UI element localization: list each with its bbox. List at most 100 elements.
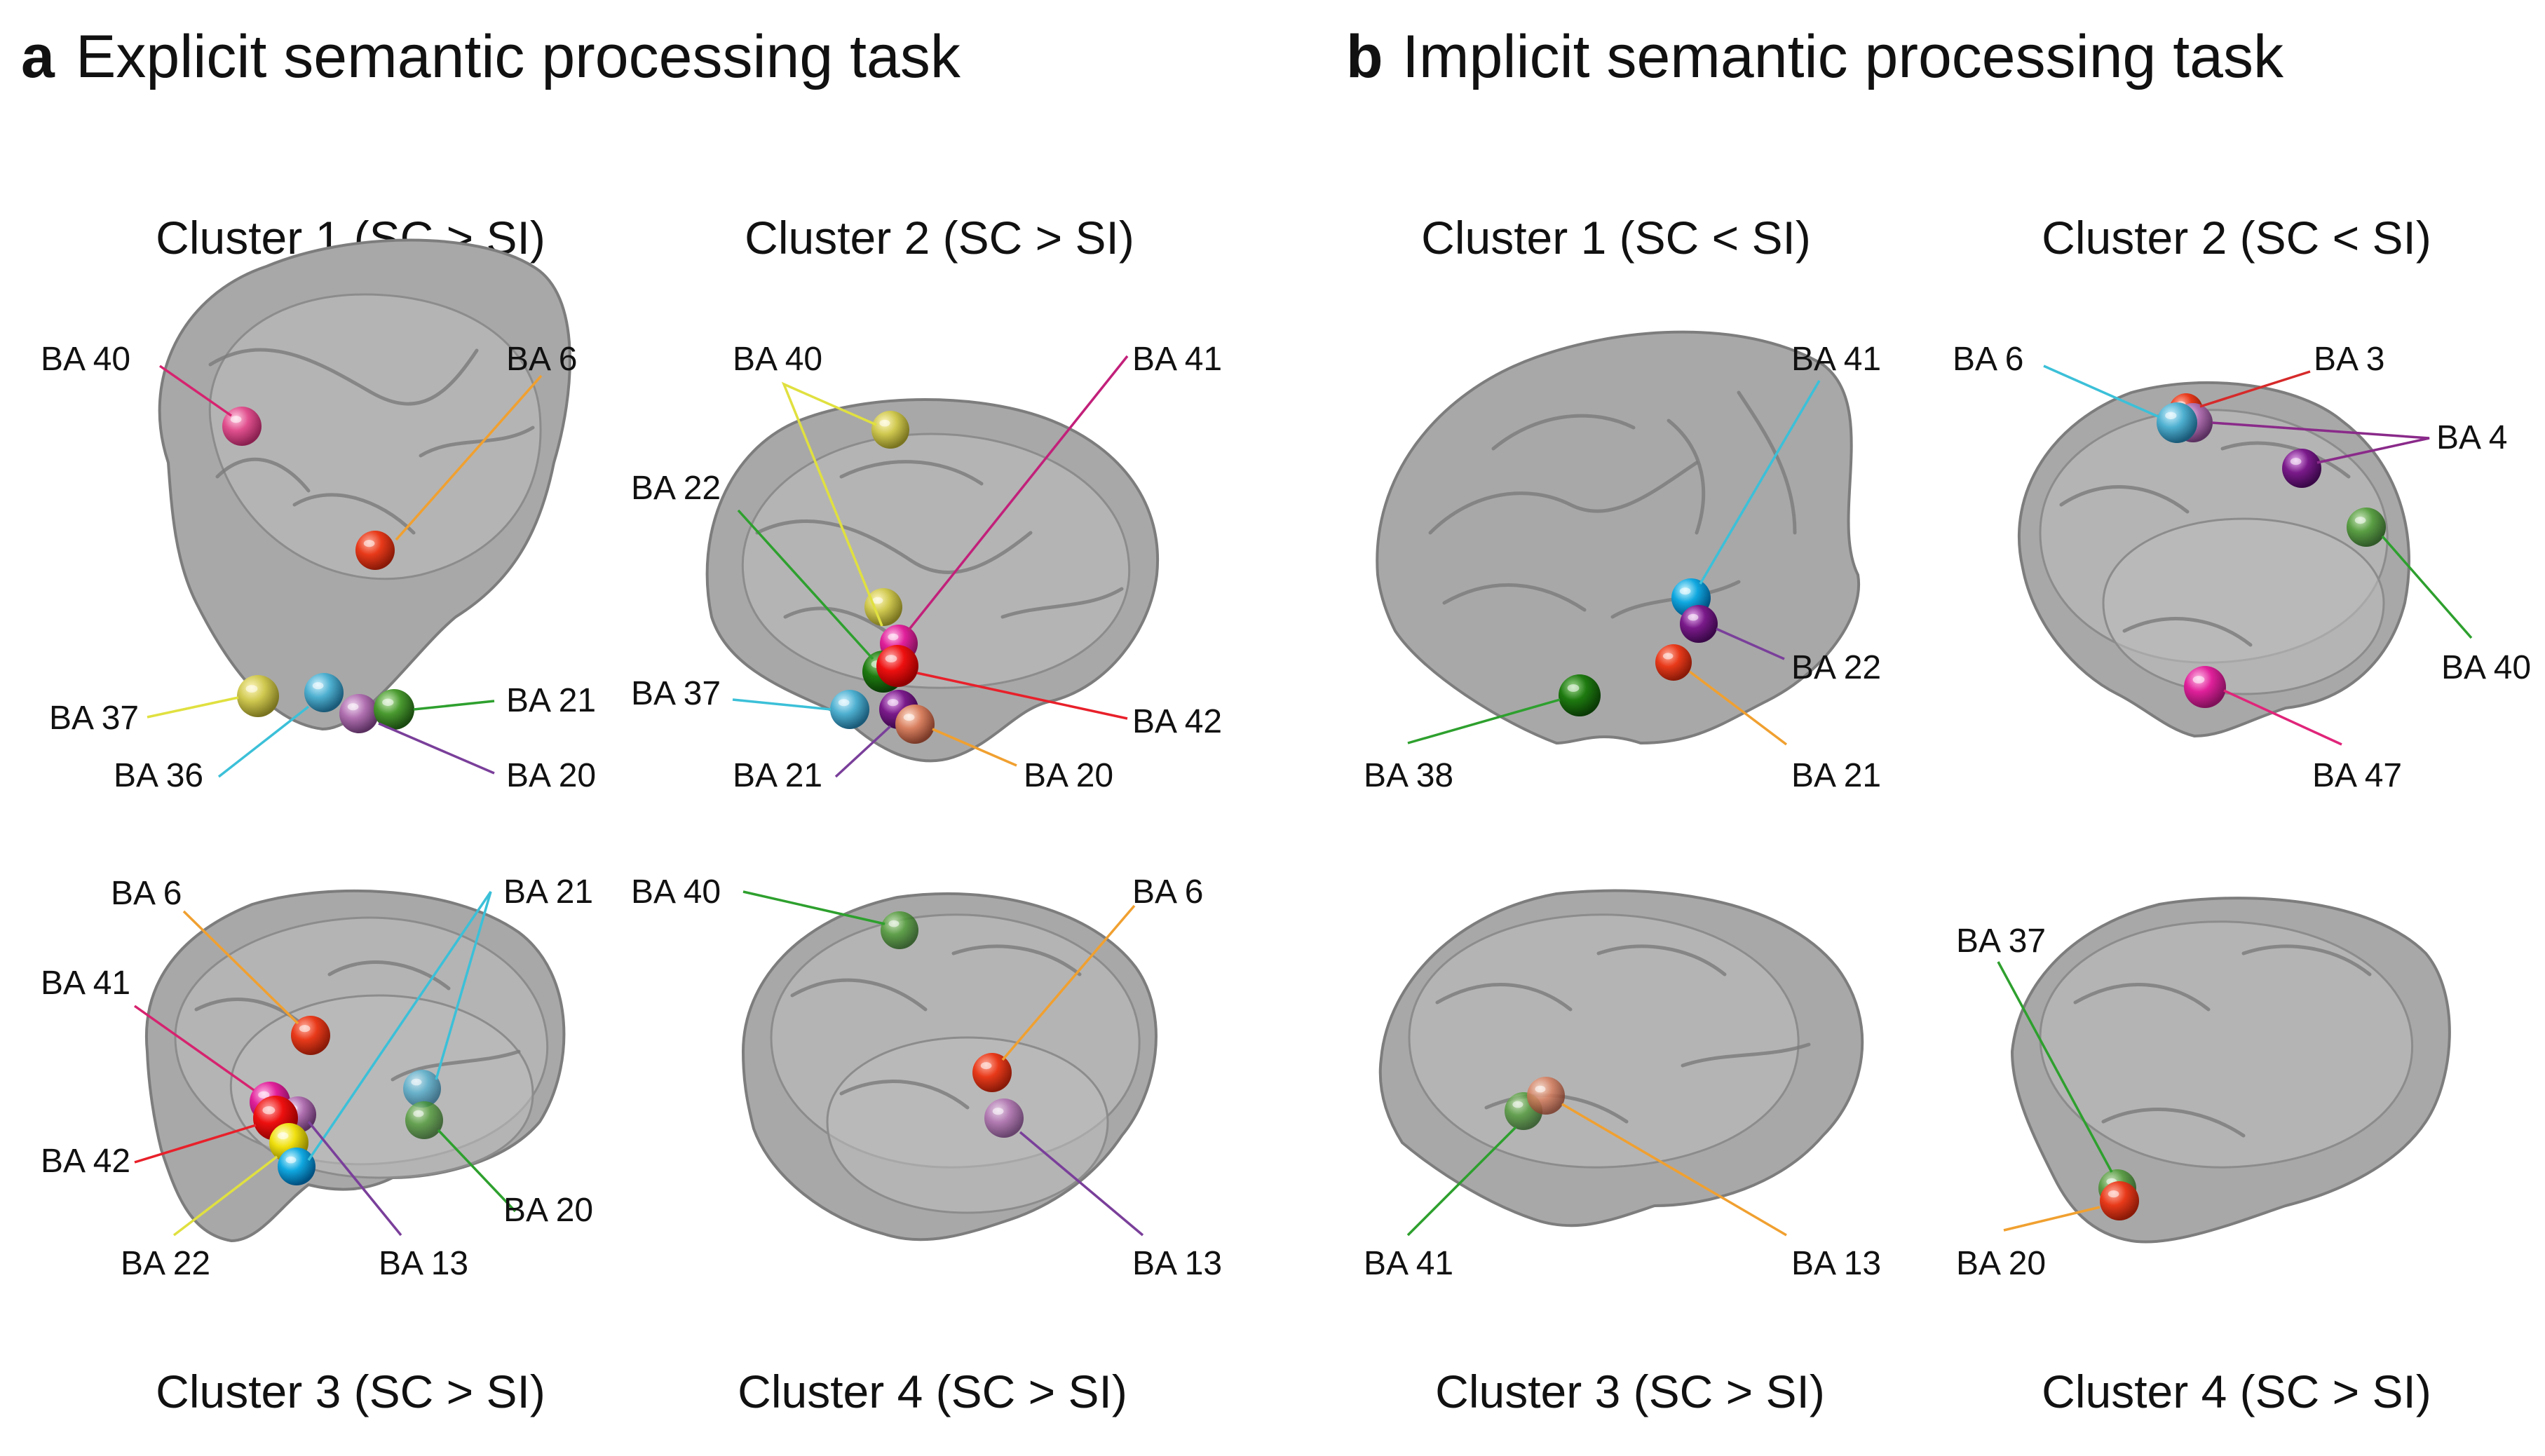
sphere-b1-ba22 bbox=[1680, 605, 1718, 643]
sphere-a4-ba40 bbox=[881, 911, 918, 949]
sphere-a4-ba13-highlight bbox=[992, 1108, 1004, 1115]
sphere-a1-ba37-highlight bbox=[245, 685, 258, 693]
label-b4-ba37: BA 37 bbox=[1956, 923, 2046, 960]
label-a3-ba42: BA 42 bbox=[41, 1143, 130, 1180]
leaders-a3 bbox=[133, 891, 517, 1237]
sphere-b4-ba20 bbox=[2100, 1181, 2139, 1220]
sphere-a3-ba41-highlight bbox=[258, 1091, 270, 1099]
sphere-a2-ba37 bbox=[830, 690, 869, 729]
sphere-a4-ba40-highlight bbox=[888, 920, 900, 927]
sphere-a1-ba36-highlight bbox=[312, 682, 324, 690]
sphere-b2-ba4-b-highlight bbox=[2290, 458, 2302, 465]
sphere-b1-ba38 bbox=[1559, 674, 1601, 716]
label-b1-ba21: BA 21 bbox=[1791, 757, 1881, 794]
label-a4-ba40: BA 40 bbox=[631, 873, 721, 911]
sphere-a1-ba21 bbox=[374, 689, 414, 730]
cluster-title-b4: Cluster 4 (SC > SI) bbox=[2042, 1366, 2431, 1417]
labels-a1: BA 40 BA 6 BA 37 BA 36 BA 21 BA 20 bbox=[41, 341, 596, 794]
leaders-a1 bbox=[147, 365, 543, 778]
panel-a-heading: a Explicit semantic processing task bbox=[21, 23, 961, 90]
sphere-b3-ba13-highlight bbox=[1535, 1085, 1546, 1093]
panel-a-title: Explicit semantic processing task bbox=[76, 23, 961, 90]
spheres-b4 bbox=[2098, 1169, 2139, 1220]
sphere-a3-ba6-highlight bbox=[299, 1025, 311, 1033]
sphere-b1-ba21 bbox=[1655, 644, 1692, 681]
spheres-b1 bbox=[1559, 578, 1718, 716]
spheres-a1 bbox=[222, 407, 414, 733]
sphere-b2-ba4-b bbox=[2282, 449, 2321, 488]
label-a3-ba6: BA 6 bbox=[111, 875, 182, 912]
cluster-title-b3: Cluster 3 (SC > SI) bbox=[1435, 1366, 1825, 1417]
leader-a3-ba22 bbox=[172, 1155, 278, 1237]
sphere-b1-ba38-highlight bbox=[1567, 684, 1580, 692]
leader-a1-ba20 bbox=[378, 722, 495, 775]
leader-b4-ba37 bbox=[1997, 961, 2113, 1173]
sphere-a1-ba21-highlight bbox=[382, 698, 394, 707]
label-a1-ba36: BA 36 bbox=[114, 757, 203, 794]
sphere-a2-ba40-low bbox=[864, 588, 902, 626]
leader-a2-ba20 bbox=[932, 728, 1017, 767]
leader-b1-ba22 bbox=[1716, 627, 1785, 660]
sphere-a3-ba20 bbox=[405, 1101, 443, 1139]
panel-b-heading: b Implicit semantic processing task bbox=[1346, 23, 2284, 90]
label-a2-ba22: BA 22 bbox=[631, 470, 721, 507]
sphere-a1-ba37 bbox=[237, 675, 279, 717]
leader-b4-ba20 bbox=[2003, 1206, 2101, 1232]
sphere-a2-ba42-highlight bbox=[885, 655, 897, 662]
leader-b3-ba13 bbox=[1561, 1103, 1787, 1237]
sphere-a2-ba20-highlight bbox=[903, 714, 915, 721]
labels-b1: BA 41 BA 22 BA 38 BA 21 bbox=[1364, 341, 1881, 794]
leader-a2-ba22 bbox=[737, 509, 874, 660]
label-a2-ba40: BA 40 bbox=[733, 341, 822, 378]
sphere-b1-ba22-highlight bbox=[1688, 613, 1699, 621]
label-a2-ba20: BA 20 bbox=[1024, 757, 1113, 794]
leaders-b2 bbox=[2043, 365, 2473, 746]
sphere-b2-ba40 bbox=[2347, 508, 2386, 547]
labels-a2: BA 40 BA 41 BA 22 BA 37 BA 42 BA 21 BA 2… bbox=[631, 341, 1222, 794]
sphere-a1-ba36 bbox=[304, 673, 344, 712]
label-b2-ba6: BA 6 bbox=[1953, 341, 2023, 378]
spheres-a3 bbox=[250, 1016, 443, 1185]
brain-b3 bbox=[1378, 889, 1864, 1227]
cluster-title-b2: Cluster 2 (SC < SI) bbox=[2042, 212, 2431, 264]
brain-a1 bbox=[158, 238, 571, 731]
leader-a3-ba13 bbox=[307, 1120, 402, 1237]
spheres-b3 bbox=[1505, 1077, 1565, 1130]
leaders-b3 bbox=[1406, 1103, 1787, 1237]
leader-a1-ba36 bbox=[217, 705, 310, 778]
sphere-b2-ba47 bbox=[2184, 666, 2226, 708]
label-a3-ba20: BA 20 bbox=[503, 1192, 593, 1229]
leader-b3-ba41 bbox=[1406, 1126, 1517, 1237]
leader-a2-ba21 bbox=[834, 725, 892, 778]
label-a3-ba21: BA 21 bbox=[503, 873, 593, 911]
sphere-a1-ba20-highlight bbox=[347, 703, 359, 711]
brain-a4 bbox=[741, 892, 1158, 1241]
leader-a3-ba20 bbox=[437, 1129, 517, 1213]
label-b1-ba38: BA 38 bbox=[1364, 757, 1453, 794]
leader-b1-ba41 bbox=[1699, 380, 1821, 585]
leader-a4-ba13 bbox=[1019, 1131, 1144, 1237]
leader-a1-ba37 bbox=[147, 696, 239, 719]
sphere-a2-ba40-top-highlight bbox=[879, 419, 890, 427]
leader-b2-ba4 bbox=[2211, 421, 2430, 464]
sphere-a2-ba40-low-highlight bbox=[872, 597, 883, 604]
label-a1-ba40: BA 40 bbox=[41, 341, 130, 378]
sphere-b3-ba13 bbox=[1527, 1077, 1565, 1115]
label-b4-ba20: BA 20 bbox=[1956, 1245, 2046, 1282]
leader-b2-ba6 bbox=[2043, 365, 2160, 419]
sphere-a3-ba21-low bbox=[278, 1148, 315, 1185]
sphere-b2-ba40-highlight bbox=[2354, 517, 2366, 524]
label-a2-ba42: BA 42 bbox=[1132, 703, 1222, 740]
sphere-b4-ba20-highlight bbox=[2108, 1190, 2119, 1198]
sphere-a3-ba42-highlight bbox=[262, 1106, 276, 1115]
sphere-a2-ba37-highlight bbox=[838, 699, 850, 707]
sphere-a1-ba6 bbox=[355, 531, 395, 570]
label-b3-ba41: BA 41 bbox=[1364, 1245, 1453, 1282]
cluster-title-a2: Cluster 2 (SC > SI) bbox=[745, 212, 1134, 264]
label-b1-ba41: BA 41 bbox=[1791, 341, 1881, 378]
label-a2-ba21: BA 21 bbox=[733, 757, 822, 794]
leader-a2-ba37 bbox=[732, 698, 832, 711]
leaders-b4 bbox=[1997, 961, 2113, 1232]
sphere-a4-ba6 bbox=[972, 1053, 1012, 1092]
